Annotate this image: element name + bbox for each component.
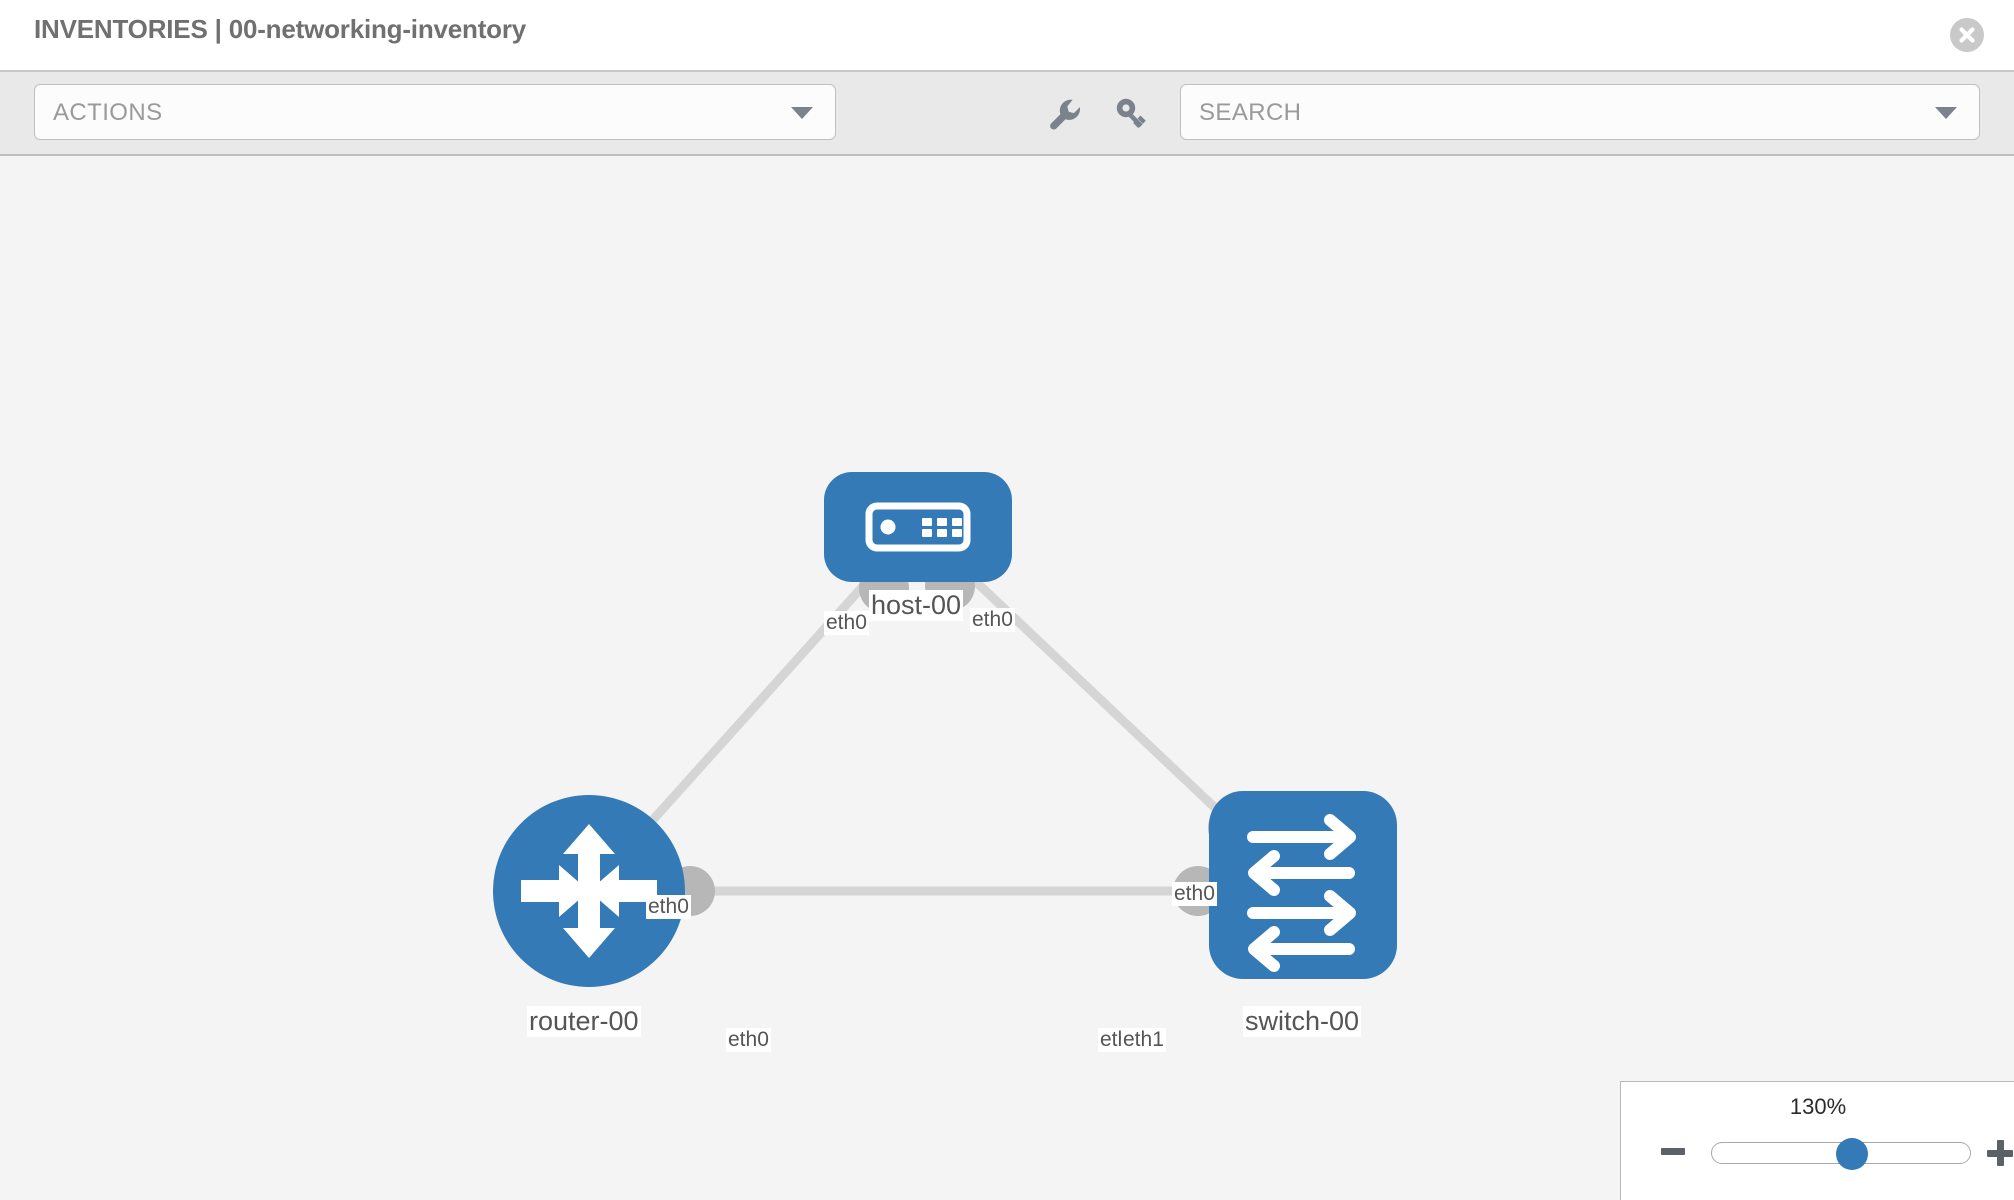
port-label-host00-left: eth0 xyxy=(824,611,869,636)
zoom-level-value: 130% xyxy=(1789,1094,1847,1119)
chevron-down-icon xyxy=(1935,107,1957,119)
chevron-down-icon xyxy=(791,107,813,119)
zoom-control-panel: 130% xyxy=(1620,1081,2014,1200)
search-placeholder: SEARCH xyxy=(1199,99,1302,126)
zoom-in-icon[interactable] xyxy=(1987,1140,2013,1166)
zoom-slider-row xyxy=(1621,1134,2014,1174)
port-label-router00-eth0: eth0 xyxy=(726,1028,771,1053)
node-host-00 xyxy=(824,472,1012,582)
node-label-router-00: router-00 xyxy=(527,1006,641,1038)
key-icon[interactable] xyxy=(1112,94,1152,134)
node-label-switch-00: switch-00 xyxy=(1243,1006,1362,1038)
switch-arrows-icon xyxy=(1247,814,1356,972)
topology-graph xyxy=(493,472,1397,987)
page-title: INVENTORIES | 00-networking-inventory xyxy=(34,14,527,44)
toolbar: ACTIONS SEARCH xyxy=(0,70,2014,156)
server-icon xyxy=(865,502,971,552)
server-icon-details xyxy=(880,518,962,537)
node-router-00 xyxy=(493,795,685,987)
port-label-host00-right: eth0 xyxy=(970,608,1015,633)
zoom-slider-thumb[interactable] xyxy=(1836,1138,1868,1170)
actions-dropdown-label: ACTIONS xyxy=(53,99,163,126)
wrench-icon[interactable] xyxy=(1044,94,1084,134)
topology-canvas[interactable]: eth0 eth0 eth0 eth0 eth0 eth0 eth1 host-… xyxy=(0,156,2014,1200)
close-icon[interactable] xyxy=(1950,18,1984,52)
zoom-out-icon[interactable] xyxy=(1661,1148,1685,1155)
port-label-switch00-eth1: eth1 xyxy=(1121,1028,1166,1053)
page-header: INVENTORIES | 00-networking-inventory xyxy=(0,0,2014,70)
node-switch-00 xyxy=(1209,791,1397,979)
port-label-switch00-uplink: eth0 xyxy=(1172,882,1217,907)
port-label-router00-uplink: eth0 xyxy=(646,895,691,920)
search-input[interactable]: SEARCH xyxy=(1180,84,1980,140)
node-label-host-00: host-00 xyxy=(869,590,964,622)
router-arrows-icon xyxy=(521,824,657,958)
actions-dropdown[interactable]: ACTIONS xyxy=(34,84,836,140)
